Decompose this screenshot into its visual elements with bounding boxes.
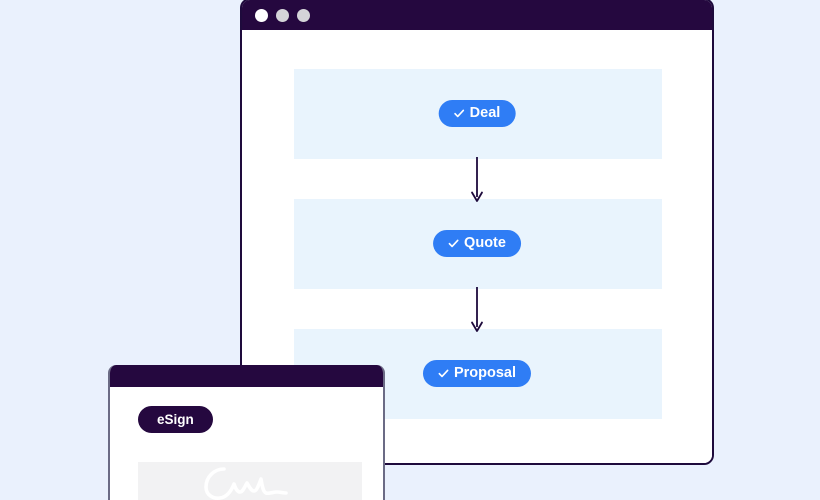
check-icon	[448, 238, 459, 249]
check-icon	[454, 108, 465, 119]
window-titlebar	[242, 0, 712, 30]
esign-window: eSign	[108, 365, 385, 500]
arrow-quote-to-proposal-icon	[469, 287, 485, 333]
minimize-dot[interactable]	[276, 8, 289, 22]
arrow-deal-to-quote-icon	[469, 157, 485, 203]
maximize-dot[interactable]	[297, 8, 310, 22]
stage-pill-deal[interactable]: Deal	[438, 100, 516, 127]
stage-pill-quote[interactable]: Quote	[433, 230, 521, 257]
stage-pill-label: Quote	[464, 235, 506, 252]
esign-content: eSign	[110, 387, 383, 500]
stage-pill-label: Deal	[469, 105, 501, 122]
esign-badge-label: eSign	[157, 411, 194, 427]
check-icon	[438, 368, 449, 379]
esign-titlebar	[110, 365, 383, 387]
stage-pill-label: Proposal	[453, 365, 517, 382]
close-dot[interactable]	[255, 8, 268, 22]
esign-badge[interactable]: eSign	[138, 406, 213, 433]
signature-field[interactable]	[138, 462, 362, 500]
stage-pill-proposal[interactable]: Proposal	[422, 360, 532, 387]
signature-stroke-icon	[204, 466, 288, 500]
